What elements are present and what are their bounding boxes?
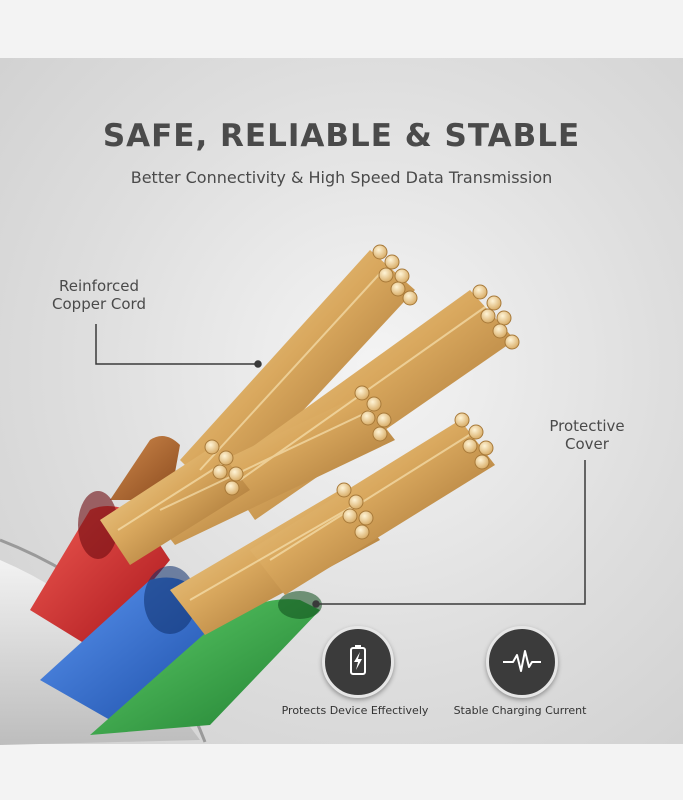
- feature-label-protects: Protects Device Effectively: [281, 704, 429, 717]
- page-title: SAFE, RELIABLE & STABLE: [102, 118, 581, 154]
- battery-bolt-icon: [322, 626, 394, 698]
- page-subtitle: Better Connectivity & High Speed Data Tr…: [130, 168, 553, 187]
- callout-leader-copper: [95, 324, 262, 368]
- callout-copper-cord: Reinforced Copper Cord: [34, 277, 164, 313]
- inner-wires: [30, 436, 322, 735]
- callout-cover-line2: Cover: [565, 435, 609, 453]
- callout-leader-cover: [312, 460, 586, 608]
- callout-copper-line2: Copper Cord: [52, 295, 146, 313]
- copper-strands: [100, 244, 520, 635]
- callout-protective-cover: Protective Cover: [530, 417, 644, 453]
- feature-label-stable: Stable Charging Current: [453, 704, 587, 717]
- callout-cover-line1: Protective: [549, 417, 625, 435]
- pulse-wave-icon: [486, 626, 558, 698]
- callout-copper-line1: Reinforced: [59, 277, 139, 295]
